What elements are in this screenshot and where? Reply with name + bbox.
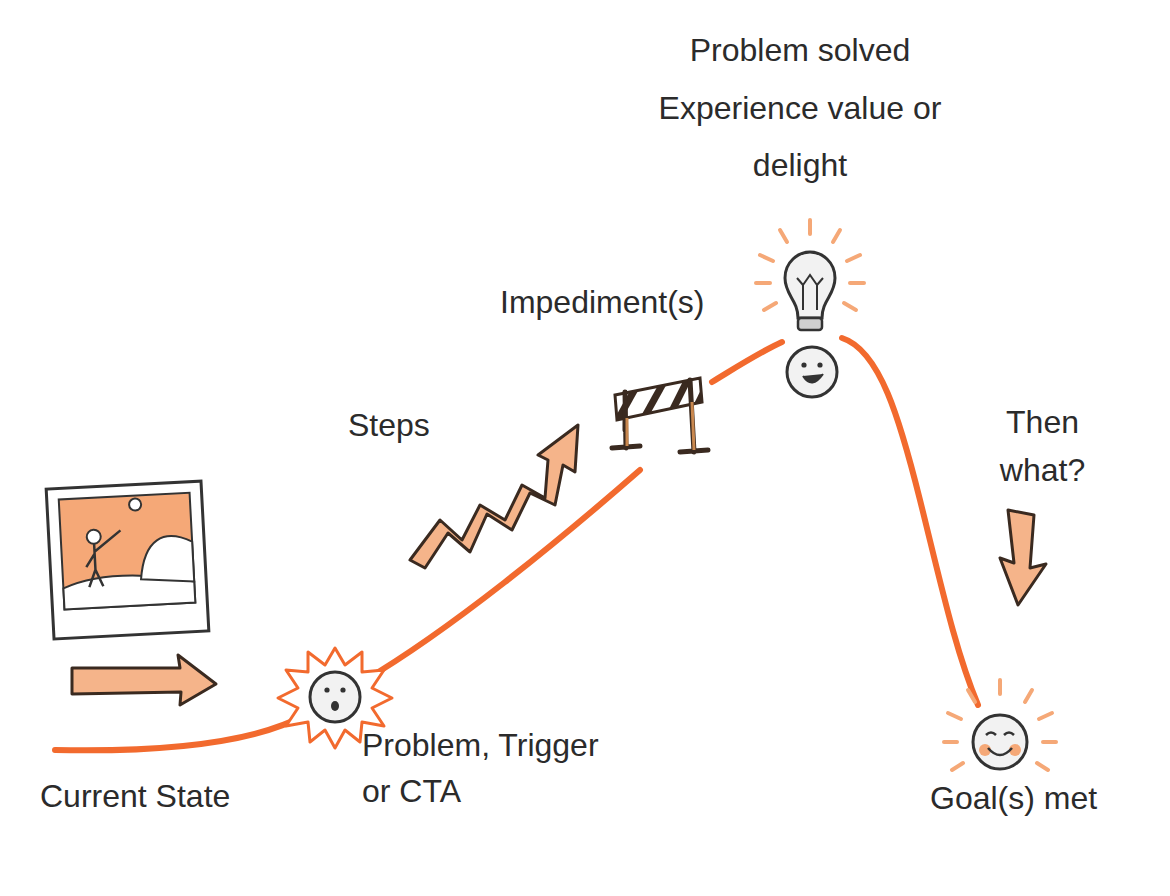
steps-arrow	[410, 425, 578, 568]
stage-label: Problem, Trigger or CTA	[362, 722, 602, 815]
start-arrow	[72, 655, 216, 705]
surprised-face	[310, 672, 360, 722]
stage-label: Steps	[348, 405, 468, 447]
stage-label: Impediment(s)	[500, 282, 740, 324]
barricade	[612, 375, 712, 452]
goal-face	[944, 680, 1056, 770]
stage-label: Problem solved Experience value or delig…	[655, 22, 945, 195]
stage-label: Current State	[40, 776, 300, 818]
stage-label: Goal(s) met	[930, 778, 1150, 820]
down-arrow	[1000, 510, 1046, 605]
photo-frame	[46, 481, 209, 639]
light-bulb	[756, 220, 864, 330]
stage-label: Then what?	[985, 398, 1100, 494]
happy-face	[787, 347, 837, 397]
